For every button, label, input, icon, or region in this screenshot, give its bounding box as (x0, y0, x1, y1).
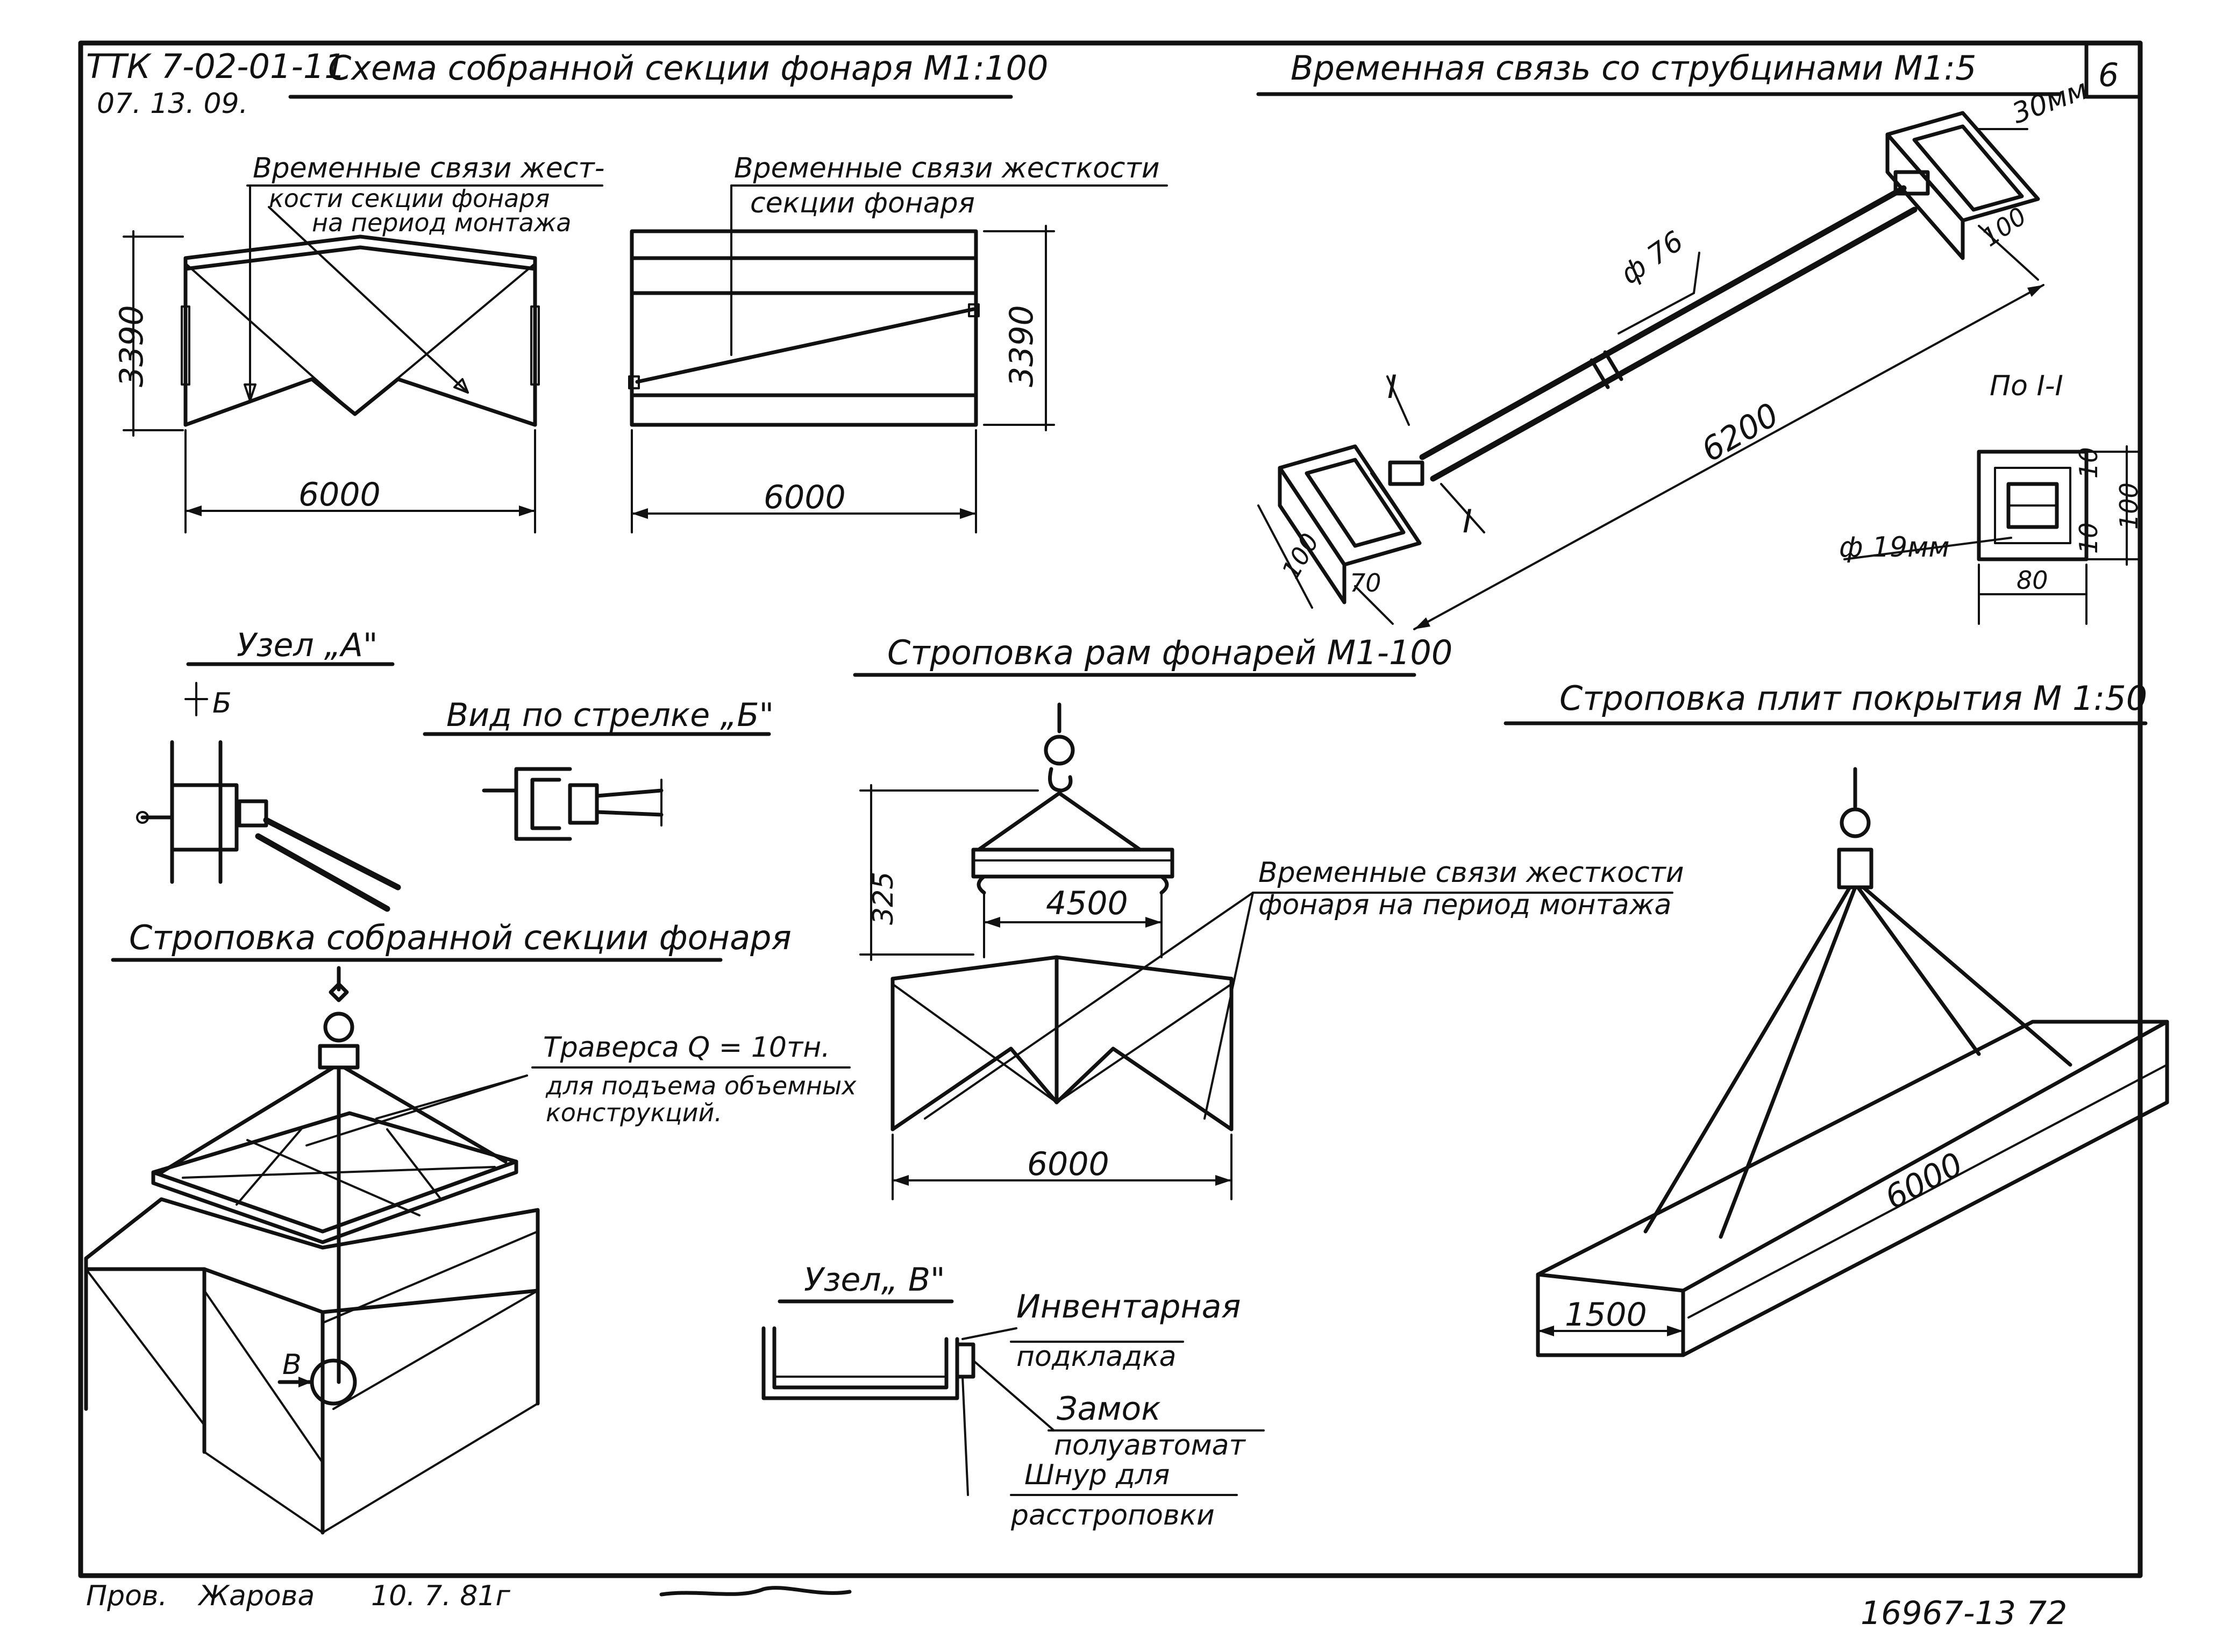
traverse-label-3: конструкций. (546, 1098, 722, 1127)
node-v-label-5: Шнур для (1024, 1459, 1170, 1491)
frame-sling-note-1: Временные связи жесткости (1258, 857, 1684, 889)
checked-label: Пров. (86, 1580, 167, 1612)
temp-tie-section-mark-top: I (1387, 368, 1397, 406)
sheet-date: 07. 13. 09. (97, 88, 248, 120)
assembled-height-left: 3390 (113, 305, 151, 387)
view-b-drawing (482, 767, 664, 841)
signature-scribble (659, 1586, 852, 1597)
assembled-note-right-1: Временные связи жесткости (734, 152, 1160, 184)
assembled-section-title: Схема собранной секции фонаря М1:100 (328, 48, 1048, 88)
sheet-code: ТТК 7-02-01-11 (86, 47, 346, 86)
section-sling-arrow-label: В (282, 1349, 302, 1381)
slab-sling-width: 1500 (1565, 1296, 1647, 1334)
section-i-i-dim-10a: 10 (2074, 447, 2103, 479)
node-a-title: Узел „А" (237, 626, 378, 664)
assembled-note-right-2: секции фонаря (750, 187, 975, 219)
doc-number: 16967-13 72 (1861, 1594, 2067, 1632)
section-sling-drawing (84, 966, 540, 1535)
section-front-view (123, 184, 540, 533)
section-i-i-bolt: ф 19мм (1839, 531, 1950, 564)
frame-sling-drawing (859, 702, 1673, 1200)
node-a-arrow-label: Б (212, 687, 232, 720)
temp-tie-dim-30: 30мм (2008, 73, 2092, 130)
temp-tie-title: Временная связь со струбцинами М1:5 (1291, 48, 1976, 88)
section-side-view (628, 225, 1055, 533)
temp-tie-section-mark-bottom: I (1463, 503, 1472, 540)
section-i-i-drawing (1843, 445, 2141, 625)
frame-sling-width-traverse: 4500 (1046, 885, 1128, 922)
page-number: 6 (2098, 56, 2119, 94)
checked-name: Жарова (197, 1580, 315, 1612)
node-v-label-3: Замок (1057, 1390, 1160, 1428)
section-i-i-dim-10b: 10 (2074, 522, 2103, 554)
node-v-label-2: подкладка (1016, 1341, 1177, 1373)
node-v-label-6: расстроповки (1010, 1499, 1215, 1532)
temp-tie-dim-100-top: 100 (1976, 201, 2032, 252)
assembled-note-left-1: Временные связи жест- (253, 152, 604, 184)
node-a-drawing (136, 682, 401, 912)
slab-sling-title: Строповка плит покрытия М 1:50 (1559, 679, 2147, 718)
assembled-note-left-2: кости секции фонаря (269, 184, 550, 213)
page-number-box: 6 (2084, 41, 2142, 99)
sheet-border (78, 40, 2143, 1578)
traverse-label-2: для подъема объемных (545, 1071, 857, 1100)
view-b-title: Вид по стрелке „Б" (446, 696, 774, 734)
frame-sling-width-frame: 6000 (1027, 1145, 1109, 1183)
temp-tie-dim-70: 70 (1350, 568, 1381, 597)
section-i-i-title: По I-I (1990, 370, 2063, 402)
frame-sling-height: 325 (867, 872, 900, 925)
node-v-drawing (761, 1326, 1265, 1496)
temp-tie-dim-100-bottom: 100 (1276, 528, 1325, 583)
node-v-label-4: полуавтомат (1054, 1429, 1246, 1462)
frame-sling-note-2: фонаря на период монтажа (1258, 889, 1671, 921)
slab-sling-drawing (1536, 767, 2169, 1357)
node-v-title: Узел„ В" (804, 1261, 945, 1299)
temp-tie-length: 6200 (1695, 396, 1785, 469)
node-v-label-1: Инвентарная (1016, 1288, 1241, 1326)
assembled-width-right: 6000 (764, 479, 846, 516)
temp-tie-diameter: ф 76 (1615, 225, 1690, 291)
frame-sling-title: Строповка рам фонарей М1-100 (887, 633, 1452, 672)
traverse-label-1: Траверса Q = 10тн. (543, 1031, 830, 1064)
section-sling-title: Строповка собранной секции фонаря (129, 918, 792, 957)
section-i-i-dim-100: 100 (2114, 482, 2143, 530)
assembled-height-right: 3390 (1003, 305, 1041, 387)
section-i-i-dim-80: 80 (2017, 566, 2048, 595)
temp-tie-drawing (1257, 111, 2044, 630)
assembled-width-left: 6000 (298, 476, 381, 514)
checked-date: 10. 7. 81г (371, 1580, 511, 1612)
assembled-note-left-3: на период монтажа (312, 208, 571, 237)
